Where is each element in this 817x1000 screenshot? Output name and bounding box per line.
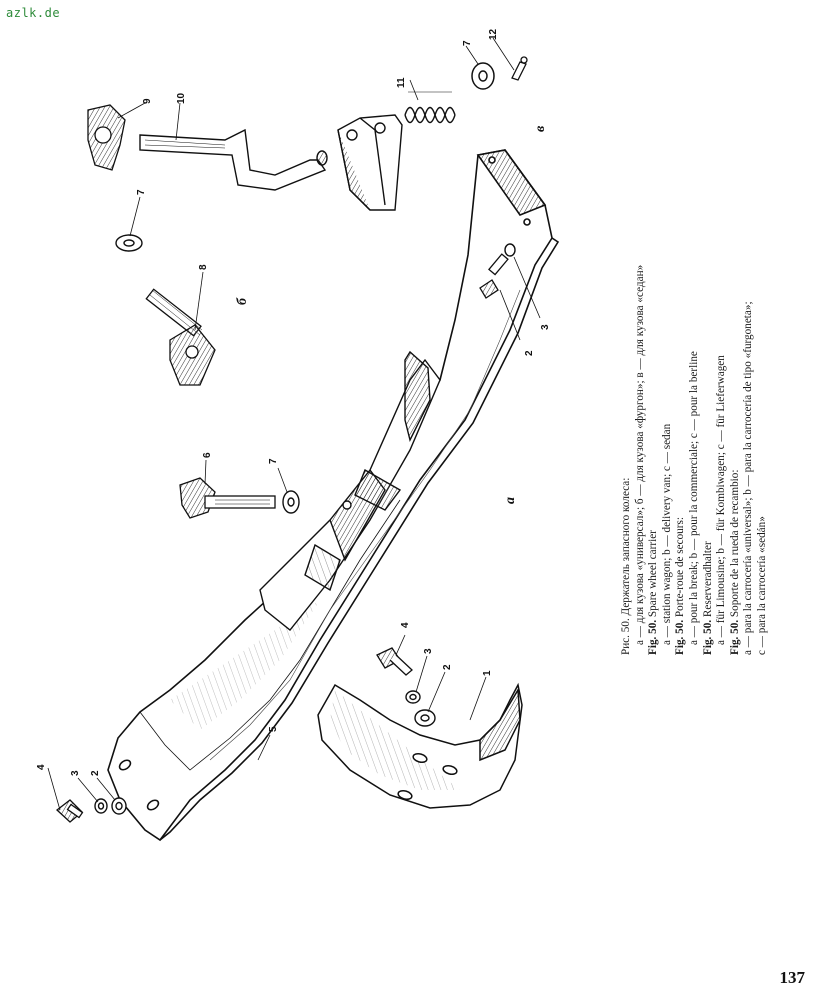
caption-ru-title: Рис. 50. Держатель запасного колеса: — [620, 477, 632, 655]
washer-part-3-right — [504, 243, 516, 257]
caption-fr-label: Fig. 50. — [674, 619, 687, 655]
cotter-pin-part-12 — [511, 56, 528, 81]
caption-de-items: a — für Limousine; b — für Kombiwagen; c… — [715, 355, 728, 645]
label-part-11: 11 — [396, 77, 407, 88]
caption-ru: Рис. 50. Держатель запасного колеса: а —… — [620, 115, 647, 655]
caption-fr-title: Porte-roue de secours: — [674, 517, 687, 618]
label-part-12: 12 — [488, 28, 499, 40]
label-part-3-right: 3 — [540, 324, 551, 330]
figure-caption: Рис. 50. Держатель запасного колеса: а —… — [620, 115, 770, 655]
channel-guide — [259, 350, 441, 631]
bolt-part-4-left — [55, 799, 84, 823]
leader-lines — [47, 37, 541, 811]
wing-bolt-part-6 — [179, 477, 276, 519]
page-number: 137 — [779, 968, 806, 987]
angle-bracket-part-b — [337, 114, 403, 211]
label-part-7-middle: 7 — [268, 458, 279, 464]
caption-fr-items: a — pour la break; b — pour la commercia… — [687, 351, 700, 645]
part-number-labels: 4 3 2 5 1 4 3 2 6 7 8 7 9 10 11 7 12 2 3 — [36, 28, 551, 776]
caption-es-title: Soporte de la rueda de recambio: — [728, 469, 741, 618]
caption-en-title: Spare wheel carrier — [647, 530, 660, 618]
caption-es-items-1: a — para la carrocería «universal»; b — … — [742, 301, 755, 655]
label-part-2-left: 2 — [90, 770, 101, 776]
view-letter-b: б — [235, 297, 250, 305]
caption-es: Fig. 50. Soporte de la rueda de recambio… — [729, 115, 770, 655]
label-part-7-top: 7 — [462, 40, 473, 46]
label-part-6: 6 — [202, 452, 213, 458]
washer-part-7-upper — [115, 234, 143, 252]
wing-bolt-part-8 — [145, 288, 216, 386]
washer-part-7-top — [471, 62, 495, 90]
washer-part-3-middle — [405, 690, 421, 704]
label-part-10: 10 — [176, 92, 187, 104]
screw-part-2-right — [479, 253, 509, 299]
label-part-7-upper: 7 — [136, 189, 147, 195]
spring-part-11 — [404, 91, 456, 124]
view-letters: а б в — [235, 125, 548, 504]
label-part-1: 1 — [482, 670, 493, 676]
label-part-2-right: 2 — [524, 350, 535, 356]
washer-part-2-left — [111, 797, 127, 815]
caption-en: Fig. 50. Spare wheel carrier a — station… — [647, 115, 674, 655]
label-part-2-middle: 2 — [442, 664, 453, 670]
label-part-4-left: 4 — [36, 764, 47, 770]
curved-shield-part-1 — [317, 682, 523, 809]
caption-es-items-2: c — para la carrocería «sedán» — [755, 516, 768, 655]
caption-en-items: a — station wagon; b — delivery van; c —… — [660, 423, 673, 645]
label-part-4-middle: 4 — [400, 622, 411, 628]
view-letter-c: в — [533, 125, 548, 132]
washer-part-2-middle — [414, 709, 436, 727]
wing-nut-part-9 — [87, 104, 126, 171]
label-part-5: 5 — [268, 726, 279, 732]
caption-de: Fig. 50. Reserveradhalter a — für Limous… — [702, 115, 729, 655]
label-part-3-middle: 3 — [423, 648, 434, 654]
washer-part-7-middle — [282, 490, 300, 514]
label-part-8: 8 — [198, 264, 209, 270]
bolt-part-4-middle — [376, 647, 413, 676]
caption-es-label: Fig. 50. — [728, 619, 741, 655]
label-part-9: 9 — [142, 98, 153, 104]
view-letter-a: а — [503, 497, 518, 504]
label-part-3-left: 3 — [70, 770, 81, 776]
caption-ru-items: а — для кузова «универсал»; б — для кузо… — [633, 264, 646, 645]
site-watermark: azlk.de — [6, 6, 61, 20]
caption-de-label: Fig. 50. — [701, 619, 714, 655]
caption-en-label: Fig. 50. — [647, 619, 660, 655]
threaded-rod-part-10 — [139, 128, 328, 191]
caption-de-title: Reserveradhalter — [701, 541, 714, 618]
washer-part-3-left — [94, 798, 108, 814]
caption-fr: Fig. 50. Porte-roue de secours: a — pour… — [674, 115, 701, 655]
